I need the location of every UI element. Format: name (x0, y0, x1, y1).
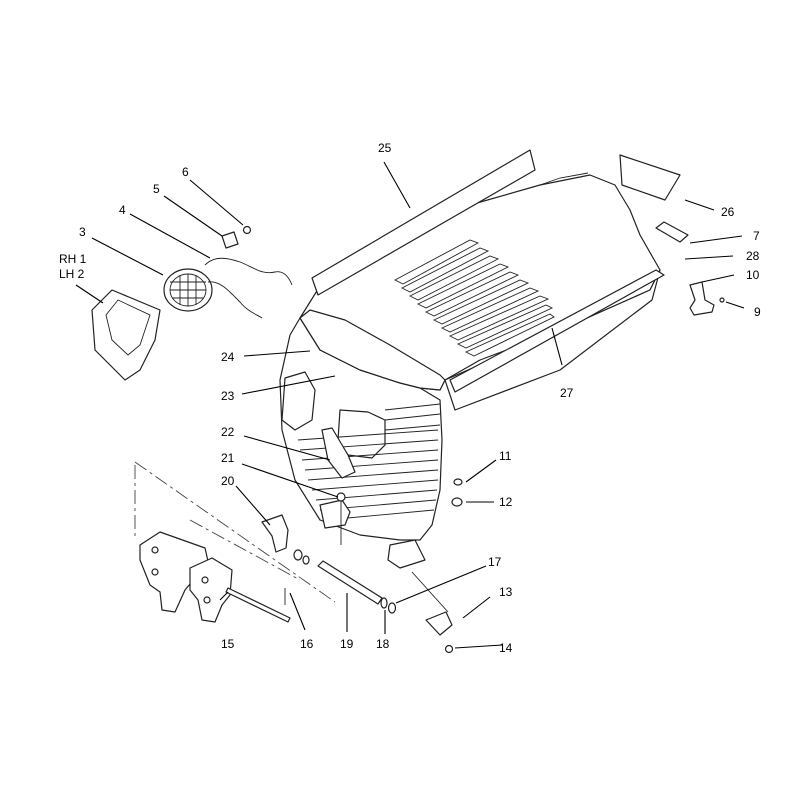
decal-26 (619, 154, 681, 201)
callout-6: 6 (182, 165, 189, 179)
callout-7: 7 (753, 229, 760, 243)
callout-labels: 25 6 5 4 3 RH 1 LH 2 26 7 28 10 9 24 23 … (59, 141, 761, 655)
callout-23: 23 (221, 389, 235, 403)
callout-26: 26 (721, 205, 735, 219)
callout-18: 18 (376, 637, 390, 651)
callout-3: 3 (79, 225, 86, 239)
callout-19: 19 (340, 637, 354, 651)
callout-16: 16 (300, 637, 314, 651)
callout-5: 5 (153, 182, 160, 196)
callout-11: 11 (499, 449, 512, 463)
callout-24: 24 (221, 350, 235, 364)
callout-15: 15 (221, 637, 235, 651)
callout-27: 27 (560, 386, 574, 400)
decals (311, 149, 681, 393)
hood-assembly (279, 172, 661, 569)
bracket-20 (261, 514, 289, 553)
pivot-rod-19 (317, 560, 383, 605)
rear-hardware (655, 221, 725, 316)
callout-1-rh: RH 1 (59, 252, 87, 266)
headlight-bezel (91, 289, 161, 381)
callout-22: 22 (221, 425, 235, 439)
hood-vents (394, 239, 555, 357)
lamp-bracket (221, 231, 239, 249)
decal-27 (449, 269, 665, 393)
callout-2-lh: LH 2 (59, 267, 85, 281)
bracket-13 (425, 611, 453, 636)
lower-mount (134, 461, 454, 654)
leader-lines (75, 161, 745, 649)
bumper-7 (655, 221, 689, 243)
callout-14: 14 (499, 641, 513, 655)
callout-28: 28 (746, 249, 760, 263)
callout-4: 4 (119, 203, 126, 217)
decal-25 (311, 149, 536, 296)
callout-20: 20 (221, 474, 235, 488)
nut-washer (451, 478, 463, 507)
lamp-screw (242, 225, 252, 235)
callout-25: 25 (378, 141, 392, 155)
callout-12: 12 (499, 495, 513, 509)
callout-17: 17 (488, 555, 502, 569)
callout-9: 9 (754, 305, 761, 319)
callout-21: 21 (221, 451, 235, 465)
headlight-assembly (91, 225, 293, 381)
callout-13: 13 (499, 585, 513, 599)
hinge-10 (689, 281, 715, 316)
callout-10: 10 (746, 268, 760, 282)
screw-9 (719, 297, 725, 303)
